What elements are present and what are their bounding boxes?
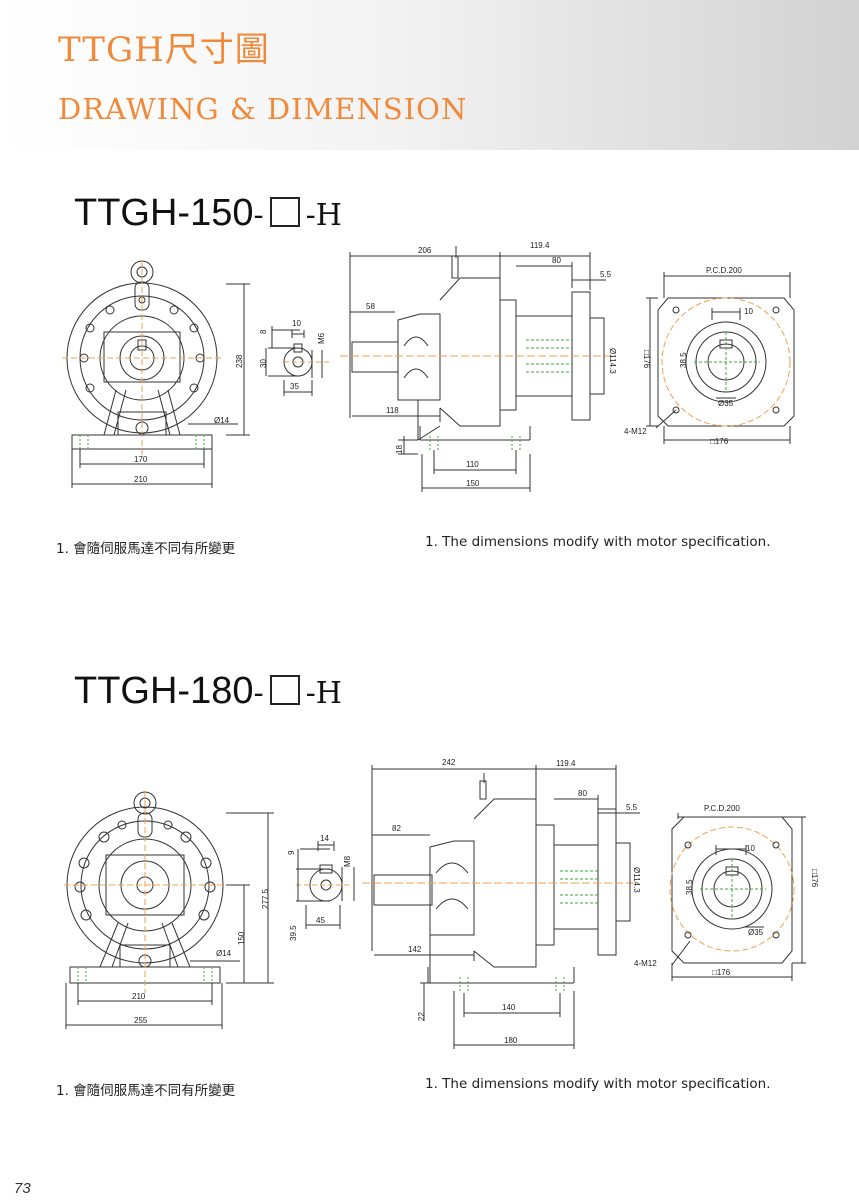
page-number: 73 bbox=[14, 1180, 31, 1197]
model-prefix: TTGH-180 bbox=[74, 670, 254, 712]
dim-key-length: 35 bbox=[290, 382, 299, 391]
model-prefix: TTGH-150 bbox=[74, 192, 254, 234]
drawing-180: 277.5 Ø14 150 210 255 9 14 M8 39.5 45 24… bbox=[64, 758, 819, 1049]
model-separator: - bbox=[253, 676, 264, 711]
dim-base-inner: 170 bbox=[134, 455, 148, 464]
model-separator: - bbox=[305, 676, 316, 711]
dim-square-w: □176 bbox=[710, 437, 729, 446]
title-chinese: TTGH尺寸圖 bbox=[58, 30, 270, 70]
dim-dia: Ø14 bbox=[214, 416, 230, 425]
dim-key-width: 14 bbox=[320, 834, 329, 843]
front-view-180 bbox=[64, 791, 274, 1029]
model-suffix: H bbox=[315, 676, 342, 711]
dim-flange2: 80 bbox=[552, 256, 561, 265]
dim-bolts: 4-M12 bbox=[634, 959, 657, 968]
model-title-150: TTGH-150--H bbox=[74, 192, 342, 235]
model-suffix: H bbox=[315, 198, 342, 233]
dim-gap: 5.5 bbox=[626, 803, 638, 812]
model-separator: - bbox=[253, 198, 264, 233]
dim-side-base-outer: 150 bbox=[466, 479, 480, 488]
dim-key-top: 8 bbox=[259, 329, 268, 334]
front-view-150 bbox=[62, 260, 250, 488]
dim-square-w: □176 bbox=[712, 968, 731, 977]
dim-pilot: Ø114.3 bbox=[608, 348, 617, 374]
dim-pcd: P.C.D.200 bbox=[706, 266, 742, 275]
dim-side-base-inner: 140 bbox=[502, 1003, 516, 1012]
page-header: TTGH尺寸圖 DRAWING & DIMENSION bbox=[0, 0, 859, 150]
dim-center-h: 150 bbox=[237, 931, 246, 945]
dim-side-base-outer: 180 bbox=[504, 1036, 518, 1045]
dim-side-base-inner: 110 bbox=[466, 460, 479, 469]
placeholder-box-icon bbox=[269, 197, 300, 227]
dim-side-base-h: 18 bbox=[395, 445, 404, 454]
dim-side-mid: 142 bbox=[408, 945, 422, 954]
dim-square-h: □176 bbox=[810, 869, 819, 888]
dim-key-length: 45 bbox=[316, 916, 325, 925]
dim-height: 277.5 bbox=[261, 888, 270, 909]
model-title-180: TTGH-180--H bbox=[74, 670, 342, 713]
dim-bore: Ø35 bbox=[748, 928, 764, 937]
dim-bore-h: 38.5 bbox=[679, 352, 688, 368]
dim-gap: 5.5 bbox=[600, 270, 612, 279]
note-en-180: 1. The dimensions modify with motor spec… bbox=[425, 1076, 771, 1092]
dim-flange-key: 10 bbox=[746, 844, 755, 853]
dim-side-mid: 118 bbox=[386, 406, 399, 415]
dim-base-inner: 210 bbox=[132, 992, 146, 1001]
dim-flange: 119.4 bbox=[556, 759, 576, 768]
dim-bore-h: 38.5 bbox=[685, 879, 694, 895]
dim-key-height: 39.5 bbox=[289, 925, 298, 941]
dim-key-thread: M6 bbox=[317, 332, 326, 344]
dim-side-shaft: 58 bbox=[366, 302, 375, 311]
dim-side-total: 242 bbox=[442, 758, 456, 767]
dim-side-base-h: 22 bbox=[417, 1012, 426, 1021]
dim-base-outer: 210 bbox=[134, 475, 148, 484]
dim-key-thread: M8 bbox=[343, 855, 352, 867]
side-view-180 bbox=[362, 765, 640, 1049]
dim-flange2: 80 bbox=[578, 789, 587, 798]
flange-view-150 bbox=[646, 272, 795, 444]
dim-pilot: Ø114.3 bbox=[632, 867, 641, 893]
note-cn-180: 1. 會隨伺服馬達不同有所變更 bbox=[56, 1083, 236, 1099]
dim-height: 238 bbox=[235, 354, 244, 368]
placeholder-box-icon bbox=[269, 675, 300, 705]
note-cn-150: 1. 會隨伺服馬達不同有所變更 bbox=[56, 541, 236, 557]
dim-square-h: □176 bbox=[642, 350, 651, 369]
dim-bolts: 4-M12 bbox=[624, 427, 647, 436]
dim-flange: 119.4 bbox=[530, 241, 550, 250]
dim-side-shaft: 82 bbox=[392, 824, 401, 833]
side-view-150 bbox=[340, 246, 612, 492]
dim-side-total: 206 bbox=[418, 246, 432, 255]
note-en-150: 1. The dimensions modify with motor spec… bbox=[425, 534, 771, 550]
key-view-180 bbox=[296, 841, 355, 929]
dim-key-width: 10 bbox=[292, 319, 301, 328]
dim-key-height: 30 bbox=[259, 359, 268, 368]
dim-pcd: P.C.D.200 bbox=[704, 804, 740, 813]
flange-view-180 bbox=[669, 813, 806, 981]
dim-base-outer: 255 bbox=[134, 1016, 148, 1025]
drawing-150: 238 Ø14 170 210 8 10 M6 30 35 206 58 118… bbox=[62, 241, 795, 492]
dim-key-top: 9 bbox=[287, 850, 296, 855]
dim-flange-key: 10 bbox=[744, 307, 753, 316]
model-separator: - bbox=[305, 198, 316, 233]
title-english: DRAWING & DIMENSION bbox=[58, 92, 468, 126]
dim-dia: Ø14 bbox=[216, 949, 232, 958]
dim-bore: Ø35 bbox=[718, 399, 734, 408]
key-view-150 bbox=[265, 326, 330, 396]
